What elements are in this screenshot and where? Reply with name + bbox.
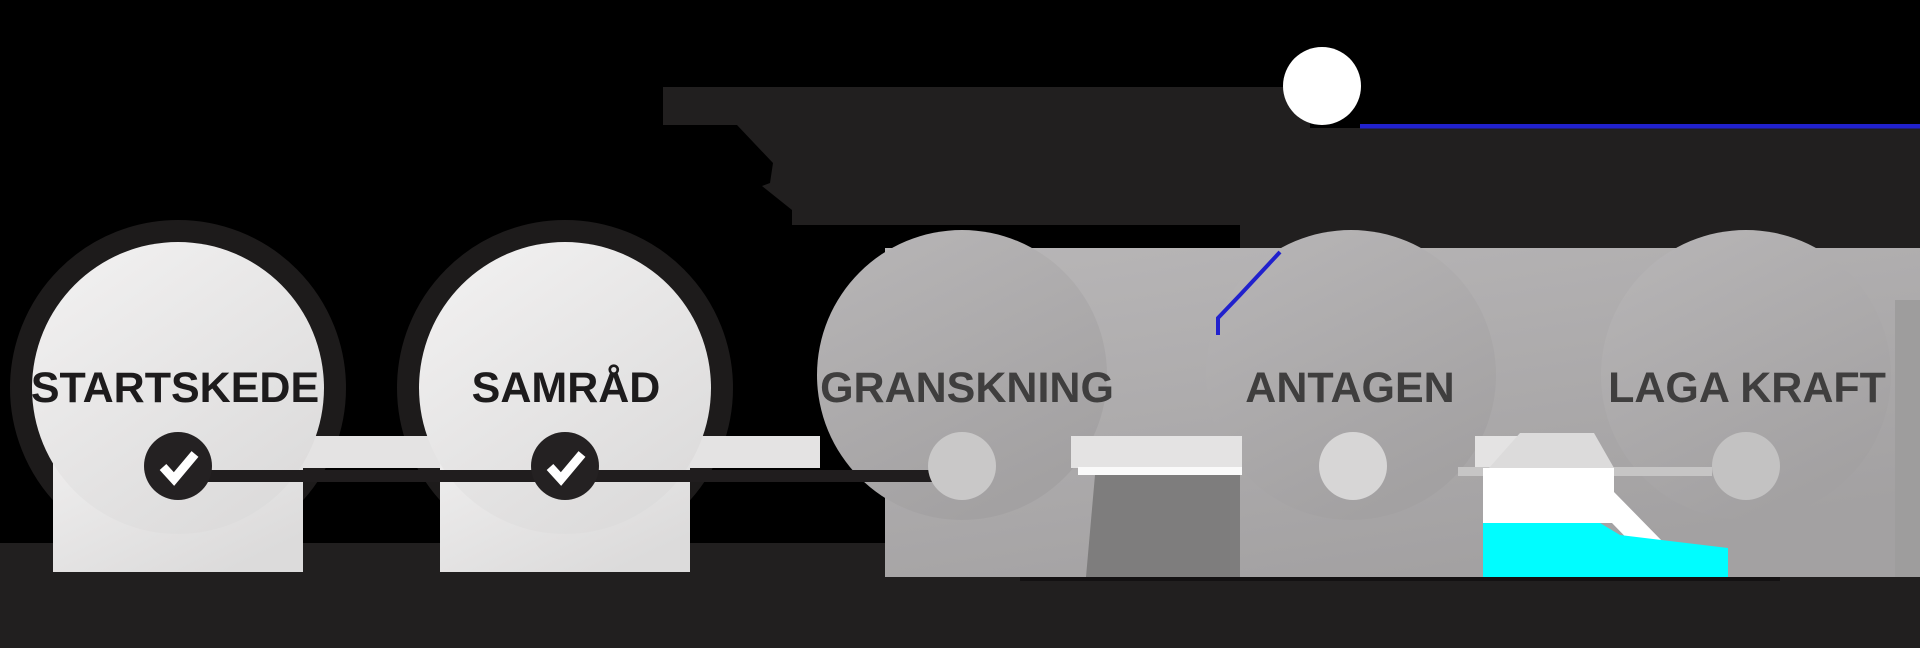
check-badge-circle [531, 432, 599, 500]
stage-markers [144, 432, 1780, 500]
banner-left-with-pointer-tail [663, 87, 1310, 225]
blue-edge-accent [1216, 250, 1282, 335]
circle-antagen [1206, 230, 1496, 520]
gap-line-bright [1078, 467, 1242, 475]
baseline [1020, 577, 1780, 581]
banner-right [1300, 128, 1920, 248]
monument-cyan-base [1483, 523, 1728, 577]
circle-startskede [32, 242, 324, 534]
laga-kraft-dot [1712, 432, 1780, 500]
pedestal-shadow-wedge [1086, 475, 1240, 577]
label-samrad: SAMRÅD [472, 364, 661, 412]
monument-white-body [1483, 468, 1666, 557]
circle-granskning [817, 230, 1107, 520]
antagen-dot [1319, 432, 1387, 500]
laga-kraft-right-shade [1895, 300, 1920, 577]
monument-top-trapezoid [1489, 433, 1614, 468]
completed-stages-body [32, 242, 711, 572]
checkmark-icon [546, 451, 586, 486]
circle-laga-kraft [1601, 230, 1891, 520]
startskede-check-badge [144, 432, 212, 500]
top-banner-decoration [663, 47, 1920, 251]
circle-samrad [419, 242, 711, 534]
label-laga-kraft: LAGA KRAFT [1608, 364, 1886, 412]
samrad-check-badge [531, 432, 599, 500]
label-startskede: STARTSKEDE [31, 364, 319, 412]
track-band-middle [1071, 436, 1242, 468]
white-circle-icon [1283, 47, 1361, 125]
upcoming-stages-body [817, 230, 1920, 577]
banner-blue-top-border [1360, 124, 1920, 129]
granskning-dot [928, 432, 996, 500]
checkmark-icon [159, 451, 199, 486]
cyan-monument-decoration [1483, 433, 1728, 577]
check-badge-circle [144, 432, 212, 500]
label-granskning: GRANSKNING [820, 364, 1114, 412]
stage-labels: STARTSKEDE SAMRÅD GRANSKNING ANTAGEN LAG… [31, 364, 1886, 412]
label-antagen: ANTAGEN [1245, 364, 1454, 412]
